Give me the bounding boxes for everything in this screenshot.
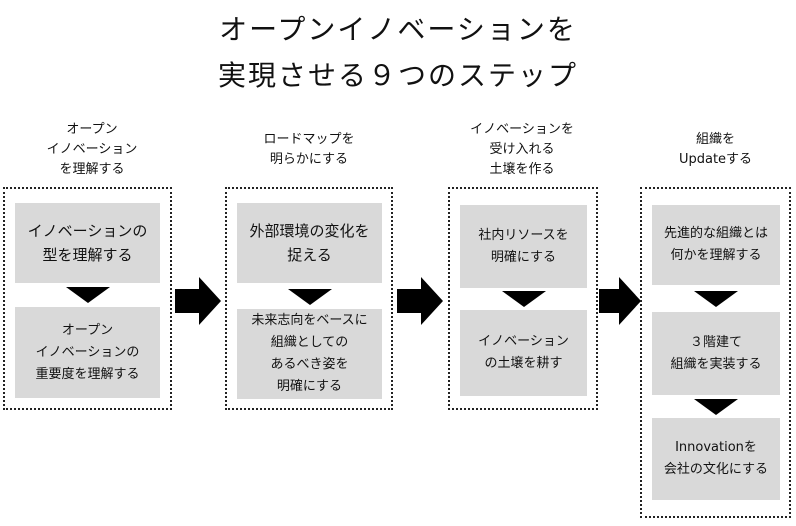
column-4-header-line: Updateする — [678, 152, 753, 167]
down-arrow-icon — [502, 291, 546, 307]
step-6-box: イノベーション の土壌を耕す — [460, 310, 587, 396]
step-3-text: 捉える — [287, 246, 332, 264]
column-4-header: 組織を Updateする — [640, 130, 791, 170]
column-3-header-line: 受け入れる — [489, 142, 555, 157]
step-4-text: あるべき姿を — [270, 357, 349, 372]
down-arrow-icon — [66, 287, 110, 303]
column-2-header: ロードマップを 明らかにする — [225, 130, 393, 170]
right-arrow-icon — [599, 277, 641, 325]
column-4-frame: 先進的な組織とは 何かを理解する ３階建て 組織を実装する Innovation… — [640, 187, 791, 518]
step-2-text: 重要度を理解する — [35, 366, 140, 382]
step-4-box: 未来志向をベースに 組織としての あるべき姿を 明確にする — [237, 309, 382, 399]
step-8-text: ３階建て — [689, 334, 742, 350]
step-9-text: 会社の文化にする — [663, 462, 769, 477]
step-4-text: 未来志向をベースに — [251, 313, 368, 328]
column-1-header-line: を理解する — [59, 162, 125, 177]
step-5-text: 明確にする — [490, 249, 557, 265]
step-9-text: Innovationを — [675, 440, 757, 455]
column-3-header: イノベーションを 受け入れる 土壌を作る — [446, 120, 598, 180]
column-3-header-line: 土壌を作る — [489, 162, 555, 177]
column-1-header-line: オープン — [66, 122, 118, 137]
step-2-box: オープン イノベーションの 重要度を理解する — [15, 307, 160, 398]
step-3-text: 外部環境の変化を — [249, 222, 370, 240]
step-2-text: オープン — [61, 322, 114, 338]
step-6-text: の土壌を耕す — [484, 356, 563, 371]
step-4-text: 組織としての — [270, 335, 349, 350]
step-4-text: 明確にする — [276, 379, 343, 394]
column-3-frame: 社内リソースを 明確にする イノベーション の土壌を耕す — [448, 187, 598, 410]
column-2-header-line: 明らかにする — [269, 152, 349, 167]
step-5-text: 社内リソースを — [478, 227, 569, 243]
step-1-text: 型を理解する — [42, 246, 133, 264]
step-8-box: ３階建て 組織を実装する — [652, 312, 780, 395]
step-7-text: 先進的な組織とは — [663, 226, 768, 241]
down-arrow-icon — [288, 289, 332, 305]
column-2-header-line: ロードマップを — [263, 132, 355, 147]
column-1-header: オープン イノベーション を理解する — [10, 120, 174, 180]
column-1-header-line: イノベーション — [46, 142, 138, 157]
step-9-box: Innovationを 会社の文化にする — [652, 418, 780, 500]
title-line-2: 実現させる９つのステップ — [217, 59, 578, 92]
step-8-text: 組織を実装する — [670, 356, 762, 372]
step-1-box: イノベーションの 型を理解する — [15, 203, 160, 283]
step-2-text: イノベーションの — [35, 344, 140, 360]
right-arrow-icon — [175, 277, 221, 325]
title-line-1: オープンイノベーションを — [219, 13, 577, 46]
down-arrow-icon — [694, 399, 738, 415]
step-5-box: 社内リソースを 明確にする — [460, 205, 587, 288]
step-7-box: 先進的な組織とは 何かを理解する — [652, 205, 780, 285]
step-7-text: 何かを理解する — [670, 248, 762, 263]
column-2-frame: 外部環境の変化を 捉える 未来志向をベースに 組織としての あるべき姿を 明確に… — [225, 187, 393, 410]
column-3-header-line: イノベーションを — [470, 122, 574, 137]
step-6-text: イノベーション — [478, 334, 569, 349]
right-arrow-icon — [397, 277, 443, 325]
down-arrow-icon — [694, 291, 738, 307]
column-4-header-line: 組織を — [695, 132, 735, 147]
step-3-box: 外部環境の変化を 捉える — [237, 203, 382, 283]
step-1-text: イノベーションの — [27, 222, 148, 240]
column-1-frame: イノベーションの 型を理解する オープン イノベーションの 重要度を理解する — [3, 187, 172, 410]
